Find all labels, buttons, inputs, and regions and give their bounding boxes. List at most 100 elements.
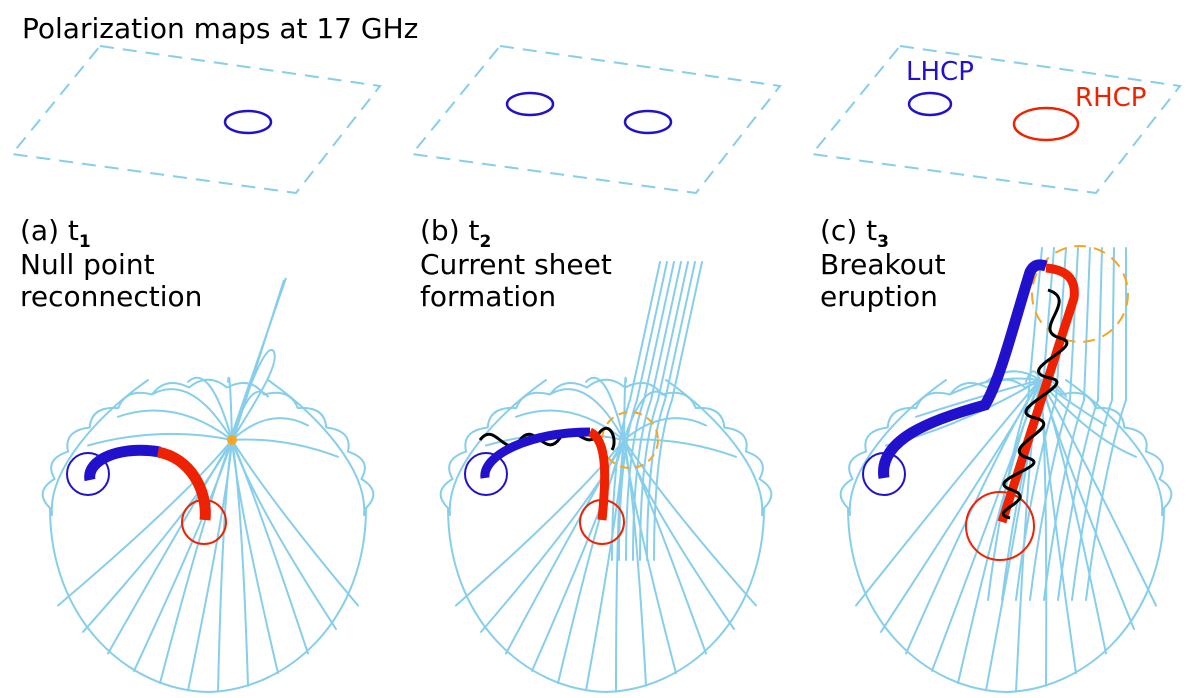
field-line bbox=[82, 439, 233, 633]
field-envelope bbox=[41, 378, 375, 509]
field-line bbox=[985, 370, 1041, 383]
panel-b-label: (b) t bbox=[420, 214, 480, 247]
field-line bbox=[623, 376, 627, 441]
sheet-line bbox=[653, 261, 703, 561]
lhcp-footpoint-a bbox=[66, 452, 110, 496]
field-line bbox=[159, 439, 233, 685]
lhcp-source-c bbox=[907, 91, 953, 117]
field-line bbox=[623, 439, 757, 607]
field-line bbox=[231, 439, 309, 655]
field-line bbox=[455, 439, 625, 607]
field-line bbox=[623, 417, 707, 441]
sheet-line bbox=[1043, 247, 1091, 601]
lhcp-footpoint-b bbox=[464, 452, 508, 496]
field-line bbox=[957, 379, 1041, 685]
panel-label-b: (b) t2 Current sheet formation bbox=[420, 214, 612, 313]
field-line bbox=[231, 439, 279, 675]
current-sheet-lines-b bbox=[611, 261, 703, 561]
field-line bbox=[117, 409, 233, 441]
sheet-line bbox=[1015, 247, 1067, 601]
panel-c-line2: eruption bbox=[820, 280, 938, 313]
globe-outline bbox=[847, 507, 1165, 693]
plane-outline-b bbox=[410, 44, 782, 195]
panel-c-structures bbox=[862, 245, 1129, 601]
field-line bbox=[665, 379, 764, 516]
flux-rope-rhcp-c bbox=[997, 263, 1079, 524]
panel-c-line1: Breakout bbox=[820, 248, 946, 281]
field-line bbox=[231, 438, 339, 458]
plane-outline-c bbox=[810, 44, 1182, 195]
null-point-a bbox=[227, 435, 237, 445]
field-line bbox=[267, 379, 366, 516]
panel-b-structures bbox=[464, 261, 703, 561]
globe-outline bbox=[447, 507, 765, 693]
panel-c-label: (c) t bbox=[820, 214, 877, 247]
field-line bbox=[550, 388, 625, 441]
svg-text:(a) t1: (a) t1 bbox=[20, 214, 91, 252]
field-line bbox=[623, 438, 737, 458]
sheet-line bbox=[1071, 247, 1115, 601]
panel-b-subscript: 2 bbox=[480, 232, 492, 252]
field-line bbox=[448, 379, 547, 516]
polarization-plane-b bbox=[410, 44, 782, 195]
panel-a-label: (a) t bbox=[20, 214, 79, 247]
field-line bbox=[848, 379, 947, 516]
flux-rope-lhcp-a bbox=[84, 444, 161, 482]
field-line bbox=[231, 439, 359, 607]
field-lines-b bbox=[439, 376, 773, 693]
twisted-rope-c bbox=[1001, 288, 1069, 520]
field-line bbox=[585, 376, 625, 441]
lhcp-source-b1 bbox=[505, 91, 555, 117]
panel-b-line1: Current sheet bbox=[420, 248, 612, 281]
polarization-plane-c: LHCP RHCP bbox=[810, 44, 1182, 195]
panel-b-line2: formation bbox=[420, 280, 556, 313]
lhcp-source-b2 bbox=[623, 109, 673, 135]
flux-rope-lhcp-c bbox=[878, 259, 1048, 479]
sheet-line bbox=[1029, 247, 1079, 601]
field-line bbox=[505, 439, 625, 655]
sheet-line bbox=[1057, 247, 1103, 601]
figure-title: Polarization maps at 17 GHz bbox=[22, 12, 418, 45]
flux-rope-rhcp-b bbox=[587, 427, 610, 521]
sheet-line bbox=[646, 261, 696, 561]
rhcp-source-c bbox=[1012, 106, 1080, 142]
field-line bbox=[187, 376, 233, 441]
field-line bbox=[217, 439, 233, 693]
null-region-c bbox=[1031, 245, 1129, 343]
sheet-line bbox=[1085, 247, 1127, 601]
panel-a-structures bbox=[66, 277, 287, 545]
panel-label-c: (c) t3 Breakout eruption bbox=[820, 214, 946, 313]
field-line bbox=[1039, 379, 1137, 458]
field-line bbox=[50, 379, 149, 516]
svg-text:(b) t2: (b) t2 bbox=[420, 214, 491, 252]
sheet-line bbox=[611, 261, 661, 561]
spine-line-a2 bbox=[232, 279, 285, 441]
field-line bbox=[623, 439, 735, 630]
current-sheet-lines-c bbox=[987, 247, 1127, 601]
globe-outline bbox=[49, 507, 367, 693]
field-line bbox=[1039, 378, 1067, 398]
panel-a-line1: Null point bbox=[20, 248, 155, 281]
polarization-plane-a bbox=[10, 44, 382, 195]
sheet-line bbox=[625, 261, 675, 561]
field-line bbox=[1039, 379, 1157, 607]
field-line bbox=[152, 388, 233, 441]
rhcp-label: RHCP bbox=[1075, 83, 1146, 113]
field-line bbox=[855, 379, 1041, 607]
field-line bbox=[1025, 370, 1041, 383]
null-region-b bbox=[601, 411, 659, 469]
sheet-line bbox=[639, 261, 689, 561]
field-line bbox=[57, 439, 233, 607]
field-line bbox=[615, 439, 625, 693]
panel-a-subscript: 1 bbox=[79, 232, 91, 252]
panel-label-a: (a) t1 Null point reconnection bbox=[20, 214, 202, 313]
flux-rope-rhcp-a bbox=[156, 446, 211, 521]
lhcp-source-a bbox=[223, 109, 273, 135]
panel-c-subscript: 3 bbox=[877, 232, 889, 252]
lhcp-label: LHCP bbox=[906, 57, 974, 87]
plane-outline-a bbox=[10, 44, 382, 195]
rhcp-footpoint-c bbox=[965, 491, 1035, 561]
svg-text:(c) t3: (c) t3 bbox=[820, 214, 889, 252]
field-line bbox=[227, 376, 233, 441]
